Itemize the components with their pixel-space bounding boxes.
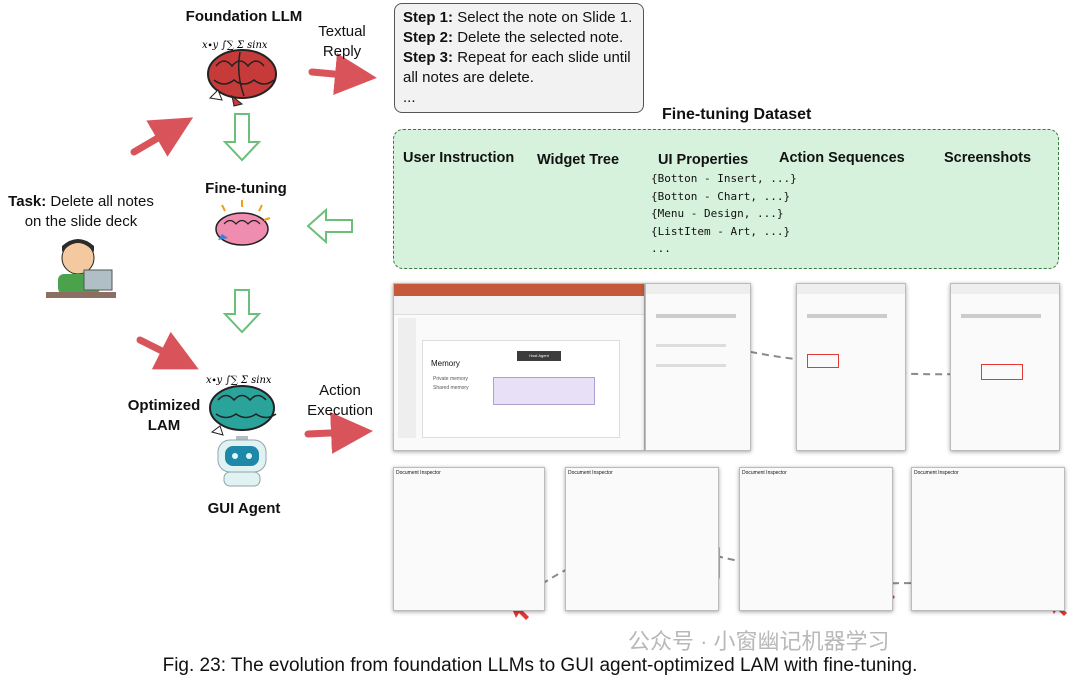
screenshot-powerpoint: Memory Private memory Shared memory Host… [393,283,645,451]
steps-ellipsis: ... [403,89,416,106]
finetuning-label: Fine-tuning [205,180,287,197]
screenshot-info-3 [950,283,1060,451]
step-1: Step 1: Select the note on Slide 1. [403,9,633,26]
step-3: Step 3: Repeat for each slide until all … [403,49,631,86]
math-symbols-bottom: x∙y ∫∑ Σ sinx [206,375,272,386]
gui-agent-label: GUI Agent [207,500,281,517]
optimized-lam-label: Optimized LAM [127,397,201,434]
dialog-inspector-2: Document Inspector [565,467,719,611]
step-2: Step 2: Delete the selected note. [403,29,624,46]
dataset-title: Fine-tuning Dataset [662,106,812,123]
finetuning-dataset-panel: User Instruction Widget Tree UI Properti… [393,129,1059,269]
optimized-brain-icon [209,385,277,436]
col-action-sequences: Action Sequences [779,150,905,166]
ui-properties-list: {Botton - Insert, ...} {Botton - Chart, … [651,172,797,255]
screenshot-info-2 [796,283,906,451]
col-ui-properties: UI Properties [658,152,749,168]
slide-bullets: Private memory Shared memory [433,376,469,391]
foundation-llm-label: Foundation LLM [185,8,303,25]
col-user-instruction: User Instruction [403,150,515,166]
watermark: 公众号 · 小窗幽记机器学习 [628,629,890,654]
slide-title: Memory [431,359,460,368]
user-at-laptop-icon [46,239,116,298]
col-widget-tree: Widget Tree [537,152,620,168]
task-description: Delete all notes on the slide deck [24,193,154,230]
robot-icon [217,436,267,487]
math-symbols-top: x∙y ∫∑ Σ sinx [202,40,268,51]
step-reply-box: Step 1: Select the note on Slide 1. Step… [394,3,644,113]
host-agent-node: Host Agent [517,351,561,361]
col-screenshots: Screenshots [944,150,1032,166]
dialog-inspector-3: Document Inspector [739,467,893,611]
finetuning-brain-icon [215,200,271,246]
action-execution-label: Action Execution [307,382,373,419]
red-arrows [130,53,377,454]
figure-caption: Fig. 23: The evolution from foundation L… [162,655,918,676]
task-prefix: Task: [8,193,47,210]
task-text: Task: Delete all notes on the slide deck [2,192,160,232]
green-arrows [222,113,353,334]
dialog-inspector-1: Document Inspector [393,467,545,611]
screenshot-info-1 [645,283,751,451]
dialog-inspector-4: Document Inspector [911,467,1065,611]
textual-reply-label: Textual Reply [318,23,366,60]
foundation-brain-icon [207,49,277,107]
